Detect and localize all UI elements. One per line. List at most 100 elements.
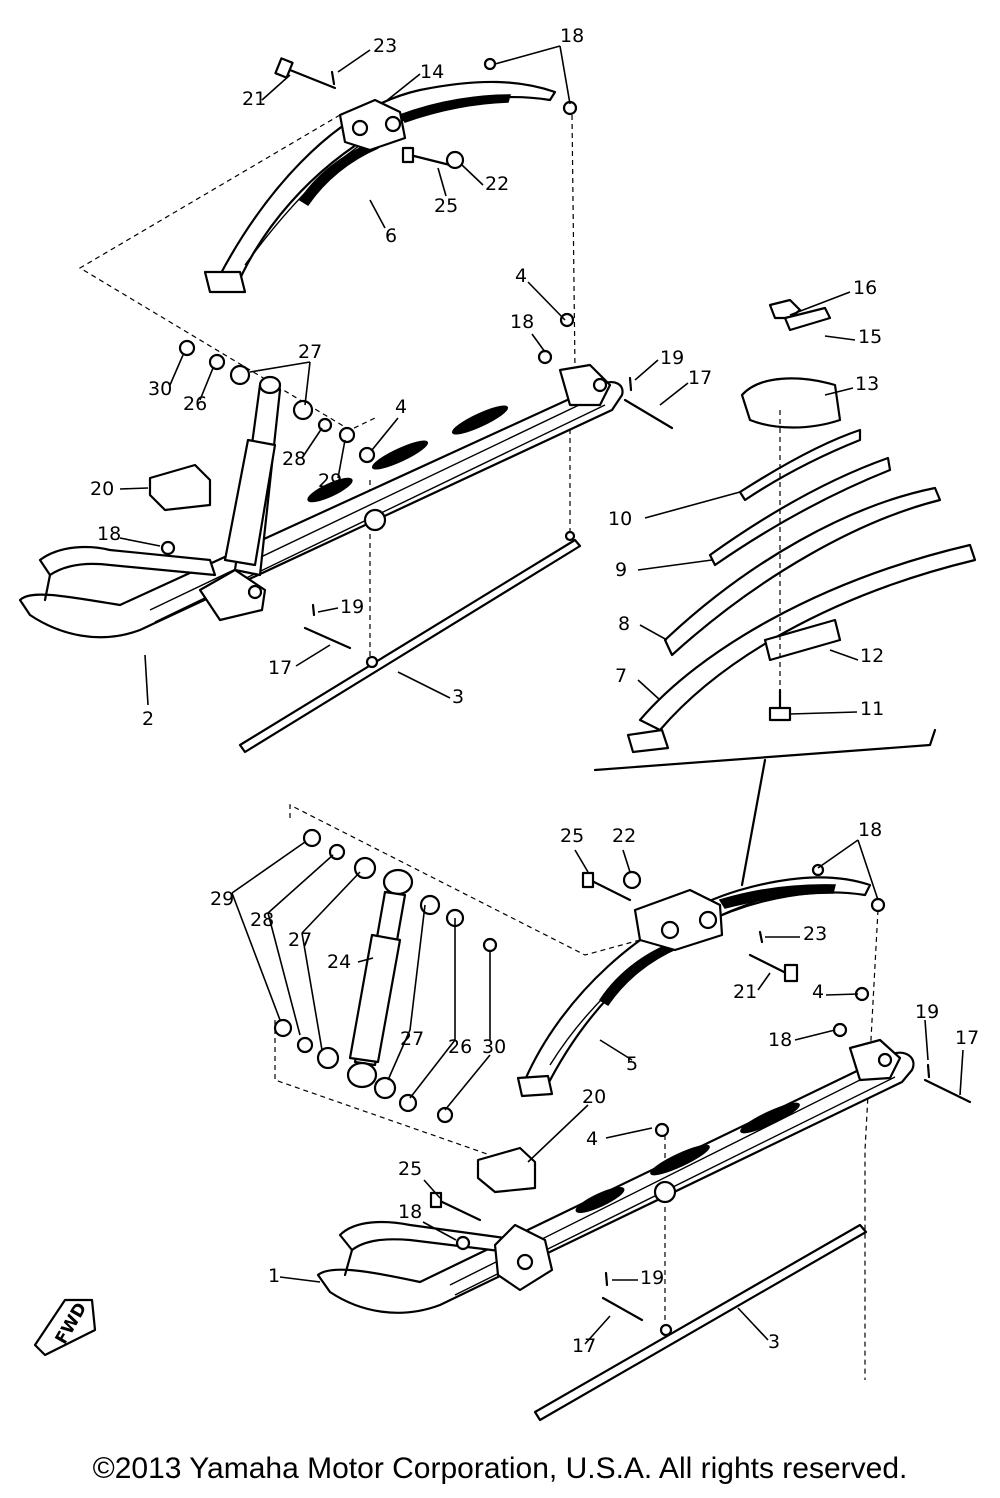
callout-label: 18	[398, 1201, 422, 1223]
callout-label: 16	[853, 277, 877, 299]
callout-leader-line	[423, 1179, 441, 1199]
bolt-17-lower-front	[601, 1296, 644, 1322]
callout-27: 27	[288, 871, 361, 1051]
detail-connector-line	[740, 758, 767, 887]
callout-leader-line	[494, 45, 561, 65]
spring-bracket-lower	[633, 888, 724, 952]
callout-label: 8	[618, 613, 630, 635]
callout-label: 7	[615, 665, 627, 687]
ski-2	[18, 381, 624, 639]
callout-1: 1	[268, 1265, 321, 1287]
callout-27: 27	[387, 904, 426, 1081]
callout-label: 19	[915, 1001, 939, 1023]
callout-12: 12	[829, 645, 884, 667]
callout-label: 9	[615, 559, 627, 581]
callout-leader-line	[825, 993, 859, 996]
callout-label: 22	[485, 173, 509, 195]
callout-label: 28	[250, 909, 274, 931]
callout-3: 3	[397, 671, 464, 708]
callout-label: 18	[768, 1029, 792, 1051]
callout-leader-line	[317, 607, 339, 613]
bolt-21-upper	[274, 57, 337, 90]
ski-bracket-lower-rear	[848, 1038, 902, 1082]
callout-leader-line	[584, 1315, 611, 1345]
callout-label: 20	[90, 478, 114, 500]
callout-4: 4	[586, 1127, 653, 1150]
callout-label: 4	[586, 1128, 598, 1150]
assembly-guide-upper-box	[78, 114, 376, 431]
callout-leader-line	[794, 1029, 836, 1041]
callout-label: 13	[855, 373, 879, 395]
callout-19: 19	[634, 347, 684, 381]
copyright-notice: ©2013 Yamaha Motor Corporation, U.S.A. A…	[92, 1452, 908, 1485]
callout-14: 14	[384, 61, 444, 103]
callout-leader-line	[789, 291, 851, 316]
callout-leader-line	[437, 167, 447, 197]
shock-absorber-24	[346, 868, 414, 1089]
callout-8: 8	[618, 613, 668, 641]
bolt-25-lower	[581, 871, 632, 902]
callout-7: 7	[615, 665, 661, 701]
callout-label: 25	[398, 1158, 422, 1180]
ski-bracket-lower-front	[493, 1223, 554, 1292]
callout-label: 19	[340, 596, 364, 618]
callout-leader-line	[574, 849, 589, 873]
callout-24: 24	[327, 951, 374, 973]
callout-leader-line	[637, 679, 661, 701]
callout-label: 29	[318, 470, 342, 492]
callout-leader-line	[527, 1104, 589, 1163]
fwd-direction-marker: FWD	[33, 1298, 97, 1357]
callout-leader-line	[639, 624, 668, 641]
callout-label: 27	[298, 341, 322, 363]
callout-5: 5	[599, 1039, 638, 1075]
callout-label: 4	[395, 396, 407, 418]
washers-lower	[455, 863, 886, 1251]
callout-label: 23	[373, 35, 397, 57]
callout-21: 21	[733, 972, 771, 1003]
callout-30: 30	[148, 354, 184, 400]
callout-leader-line	[119, 487, 149, 490]
callout-leader-line	[267, 912, 301, 1036]
callout-label: 17	[268, 657, 292, 679]
callout-leader-line	[409, 904, 426, 1031]
callout-29: 29	[318, 439, 346, 492]
cotter-pin-23-lower	[758, 930, 764, 944]
callout-19: 19	[915, 1001, 939, 1061]
assembly-guide-lower-right	[864, 909, 879, 1380]
callout-30: 30	[444, 950, 506, 1111]
callout-leader-line	[737, 1307, 769, 1341]
callout-leader-line	[231, 841, 306, 894]
callout-17: 17	[955, 1027, 979, 1096]
callout-leader-line	[659, 382, 689, 406]
callout-label: 4	[812, 981, 824, 1003]
callout-leader-line	[444, 1054, 491, 1111]
callout-label: 6	[385, 225, 397, 247]
callout-label: 29	[210, 888, 234, 910]
ski-bracket-upper-front	[198, 568, 267, 622]
callout-label: 3	[768, 1331, 780, 1353]
callout-18: 18	[398, 1201, 457, 1241]
callout-leader-line	[559, 45, 571, 105]
callout-leader-line	[409, 1039, 456, 1099]
callout-leader-line	[527, 281, 566, 321]
callout-18: 18	[494, 25, 584, 105]
callout-leader-line	[857, 839, 879, 901]
callout-3: 3	[737, 1307, 780, 1353]
callout-28: 28	[250, 854, 334, 1036]
callout-label: 30	[148, 378, 172, 400]
callout-leader-line	[301, 932, 323, 1051]
callout-label: 18	[97, 523, 121, 545]
callout-leader-line	[301, 871, 361, 934]
callout-25: 25	[434, 167, 458, 217]
callout-leader-line	[337, 49, 371, 73]
callout-label: 17	[688, 367, 712, 389]
callout-label: 25	[434, 195, 458, 217]
callout-label: 3	[452, 686, 464, 708]
callout-leader-line	[634, 359, 659, 381]
callout-label: 18	[560, 25, 584, 47]
callout-label: 20	[582, 1086, 606, 1108]
callout-label: 10	[608, 508, 632, 530]
shock-absorber-upper	[223, 375, 282, 577]
callout-label: 15	[858, 326, 882, 348]
callout-29: 29	[210, 841, 306, 1021]
